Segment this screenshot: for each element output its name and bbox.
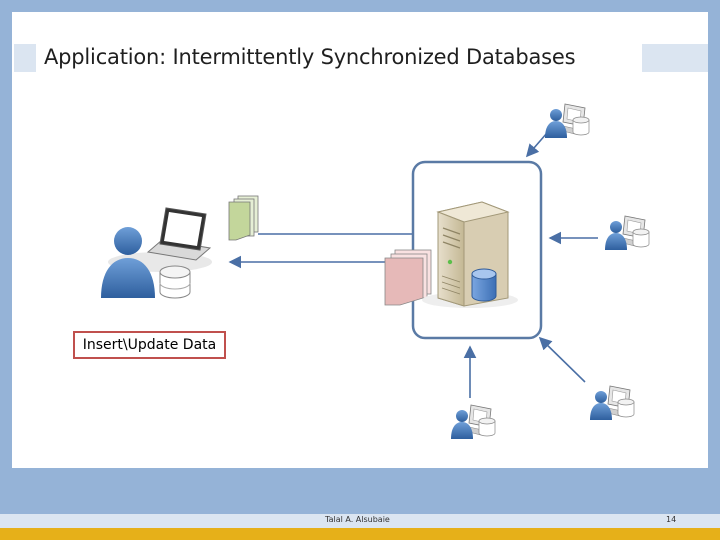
connector-top-client [525, 132, 548, 158]
remote-client-bottom-right [590, 385, 635, 420]
user-icon [605, 221, 627, 250]
title-band-right [642, 44, 708, 72]
insert-update-label-box: Insert\Update Data [73, 331, 226, 359]
document-stack-icon [228, 195, 259, 241]
title-box [36, 38, 636, 80]
page-number: 14 [666, 515, 677, 524]
workstation-icon [558, 103, 590, 136]
user-icon [545, 109, 567, 138]
connector-bottom-right-client [538, 336, 586, 383]
user-icon [590, 391, 612, 420]
laptop-icon [146, 207, 212, 261]
workstation-icon [603, 385, 635, 418]
remote-client-top [545, 103, 590, 138]
user-icon [451, 410, 473, 439]
footer-band [0, 514, 720, 528]
database-icon [471, 268, 497, 302]
user-icon [101, 227, 155, 298]
document-stack-icon [384, 249, 432, 306]
insert-update-label: Insert\Update Data [82, 337, 217, 353]
connector-group [228, 132, 598, 398]
footer-author: Talal A. Alsubaie [325, 515, 390, 524]
page-title: Application: Intermittently Synchronized… [44, 45, 576, 69]
database-icon [159, 265, 191, 299]
remote-client-right [605, 215, 650, 250]
bottom-accent-bar [0, 528, 720, 540]
remote-client-bottom [451, 404, 496, 439]
laptop-user [101, 207, 212, 299]
title-band-left [14, 44, 36, 72]
